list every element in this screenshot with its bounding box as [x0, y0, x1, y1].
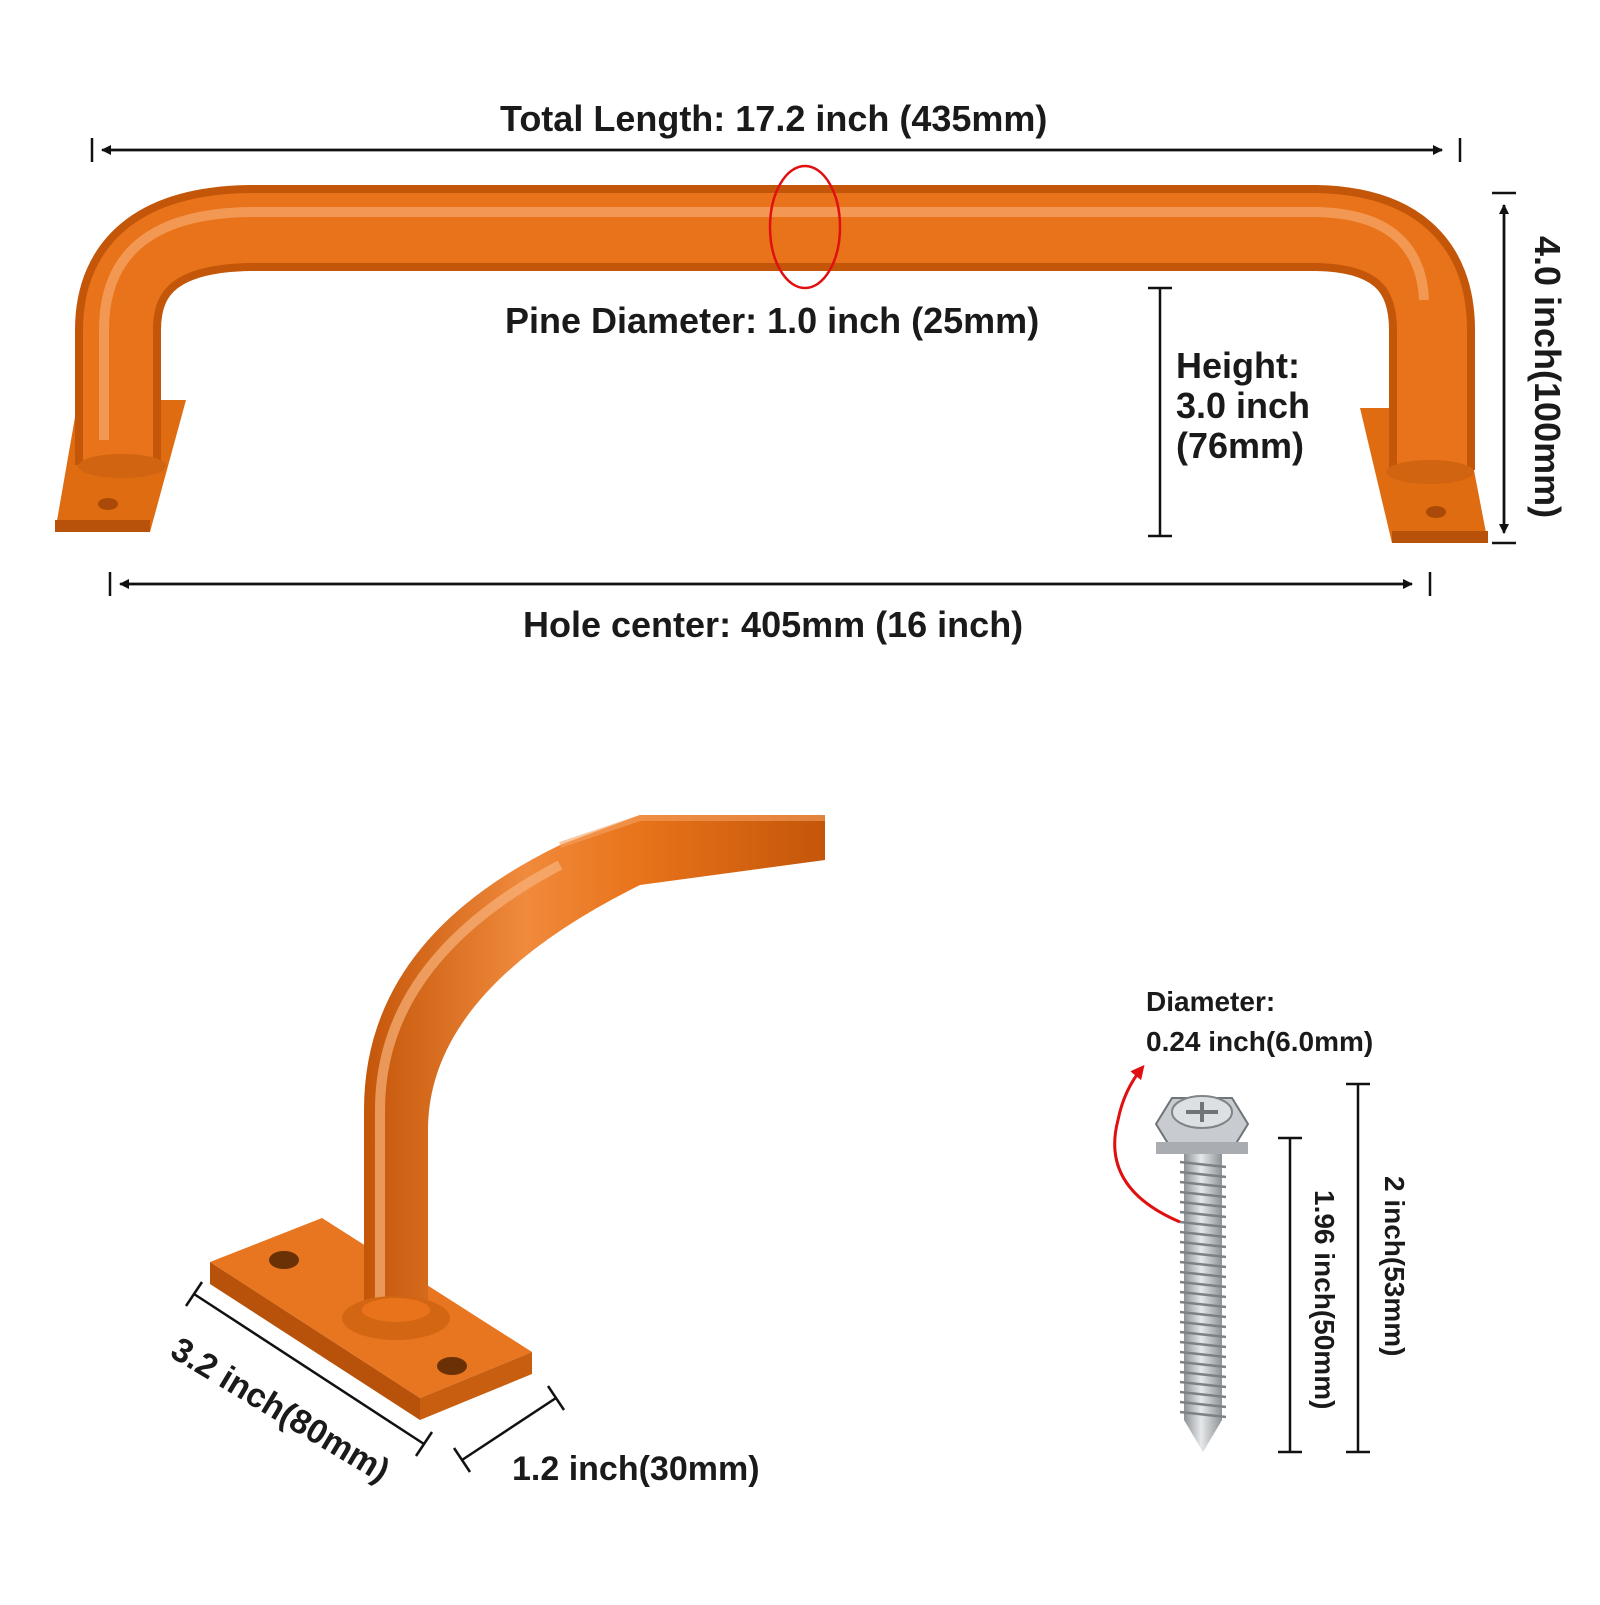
total-length-label: Total Length: 17.2 inch (435mm) — [500, 98, 1048, 139]
screw-thread — [1179, 1210, 1227, 1219]
screw-thread — [1179, 1360, 1227, 1369]
screw-thread — [1179, 1300, 1227, 1309]
base-width-dimension — [452, 1385, 566, 1473]
inner-height-inch: 3.0 inch — [1176, 385, 1311, 426]
screw-thread — [1179, 1380, 1227, 1389]
base-length-dimension — [184, 1281, 434, 1457]
screw-thread — [1179, 1390, 1227, 1399]
screw-thread — [1179, 1410, 1227, 1419]
inner-height-dimension — [1148, 286, 1172, 538]
screw-thread — [1179, 1330, 1227, 1339]
screw-diameter-value: 0.24 inch(6.0mm) — [1146, 1026, 1374, 1057]
screw-diameter-arrow — [1113, 1064, 1181, 1224]
screw-thread — [1179, 1340, 1227, 1349]
screw-thread — [1179, 1170, 1227, 1179]
screw-shank — [1184, 1154, 1222, 1452]
screw-thread — [1179, 1270, 1227, 1279]
screw-diameter-label: Diameter: 0.24 inch(6.0mm) — [1146, 982, 1373, 1062]
total-length-dimension — [90, 138, 1462, 162]
base-width-label: 1.2 inch(30mm) — [512, 1450, 760, 1488]
inner-height-title: Height: — [1176, 345, 1300, 386]
pipe-diameter-label: Pine Diameter: 1.0 inch (25mm) — [505, 300, 1040, 341]
screw-thread — [1179, 1190, 1227, 1199]
screw-thread — [1179, 1240, 1227, 1249]
screw-thread — [1179, 1160, 1227, 1169]
screw-total-length-label: 2 inch(53mm) — [1379, 1176, 1410, 1357]
overall-height-label: 4.0 inch(100mm) — [1527, 236, 1568, 519]
screw-total-length-dimension — [1346, 1082, 1370, 1454]
screw-thread — [1179, 1350, 1227, 1359]
screw-illustration — [1154, 1095, 1250, 1452]
screw-thread — [1179, 1250, 1227, 1259]
handle-closeup-view — [210, 815, 825, 1420]
inner-height-label: Height: 3.0 inch (76mm) — [1176, 346, 1310, 466]
overall-height-dimension — [1492, 191, 1516, 545]
screw-thread — [1179, 1180, 1227, 1189]
screw-thread — [1179, 1400, 1227, 1409]
pipe-diameter-marker — [768, 164, 842, 290]
screw-thread — [1179, 1260, 1227, 1269]
screw-thread — [1179, 1370, 1227, 1379]
screw-thread-length-dimension — [1278, 1136, 1302, 1454]
screw-thread — [1179, 1280, 1227, 1289]
screw-diameter-title: Diameter: — [1146, 986, 1276, 1017]
hole-center-label: Hole center: 405mm (16 inch) — [523, 604, 1024, 645]
hole-center-dimension — [108, 572, 1432, 596]
screw-thread — [1179, 1200, 1227, 1209]
handle-front-view — [55, 164, 1488, 543]
screw-thread — [1179, 1320, 1227, 1329]
screw-thread-length-label: 1.96 inch(50mm) — [1309, 1190, 1340, 1410]
inner-height-mm: (76mm) — [1176, 425, 1305, 466]
screw-thread — [1179, 1310, 1227, 1319]
screw-thread — [1179, 1290, 1227, 1299]
screw-thread — [1179, 1230, 1227, 1239]
screw-thread — [1179, 1220, 1227, 1229]
